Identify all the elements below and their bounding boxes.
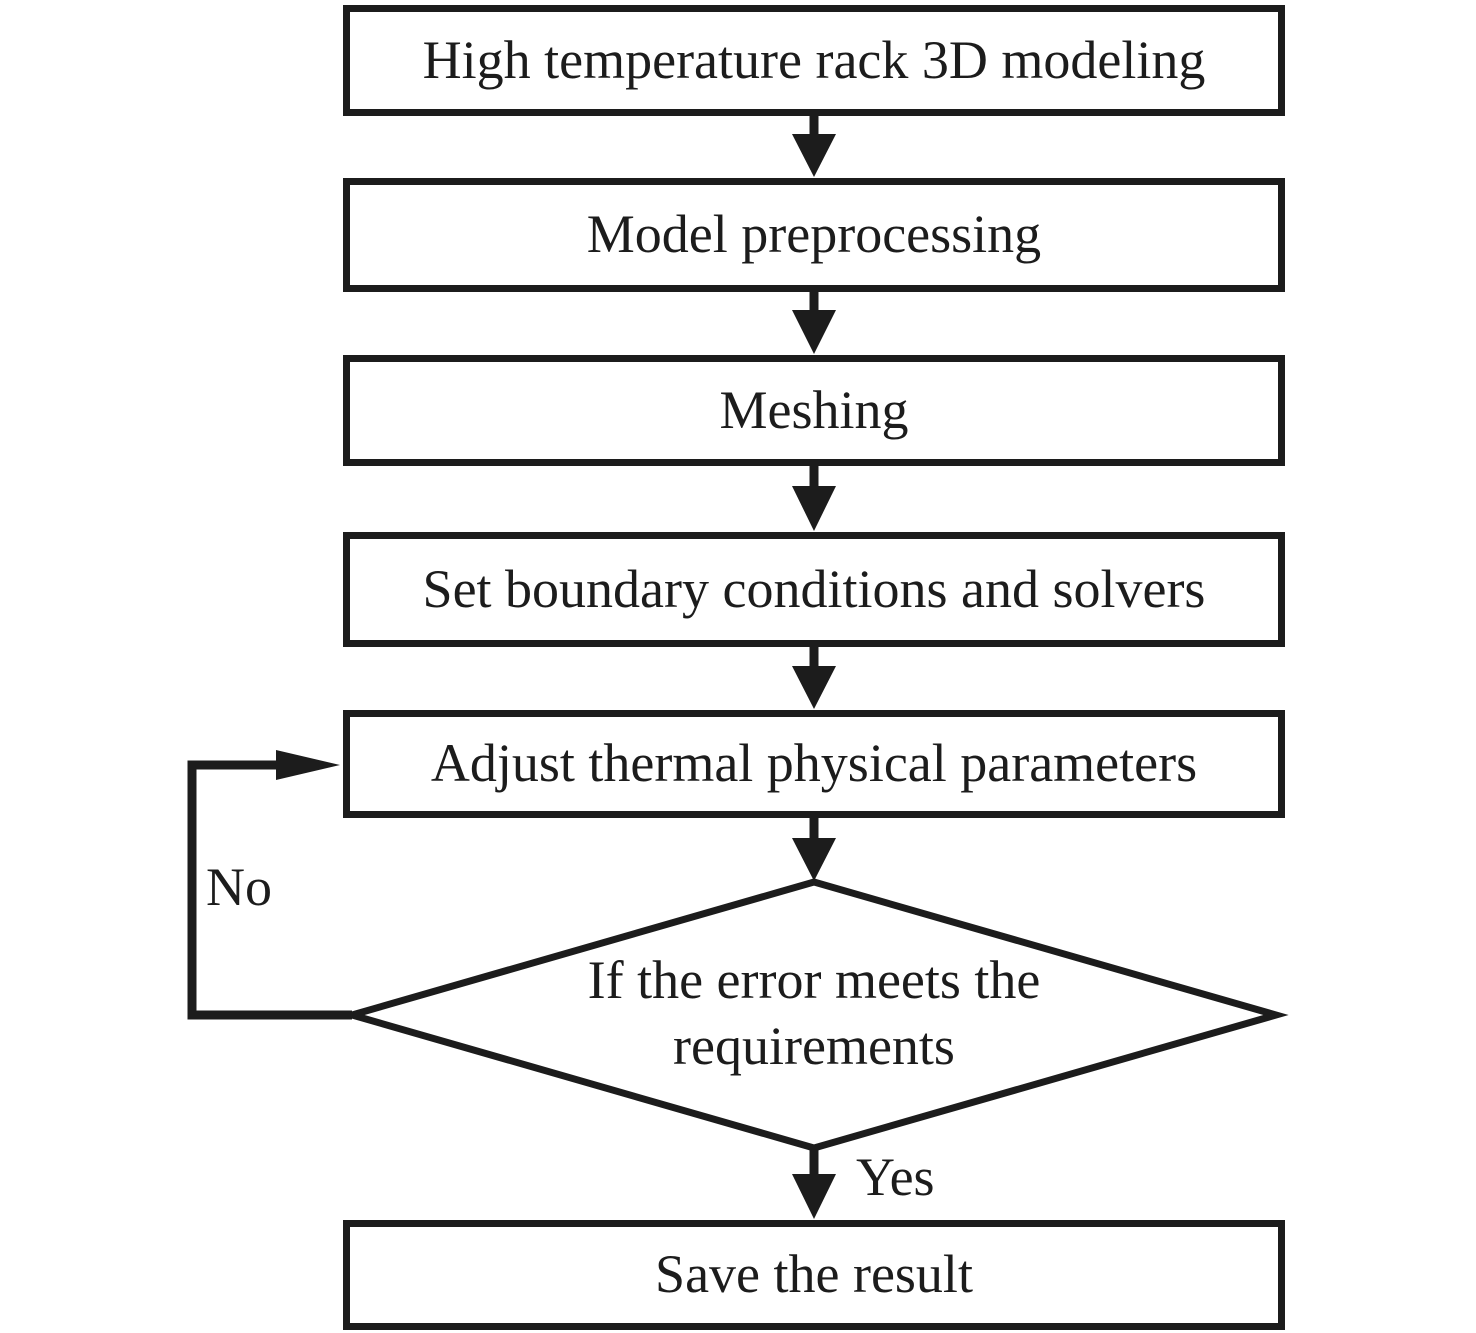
node-high-temperature-rack-3d-modeling: High temperature rack 3D modeling [343,5,1285,116]
edge-modeling-preprocessing [792,116,836,177]
node-label: Adjust thermal physical parameters [430,733,1198,794]
node-label: Set boundary conditions and solvers [422,558,1206,619]
node-save-result: Save the result [343,1220,1285,1330]
edge-adjust-decision [792,818,836,881]
node-label: Model preprocessing [586,204,1042,265]
node-label: If the error meets the requirements [587,950,1041,1076]
edge-decision-save-yes [792,1148,836,1219]
edge-decision-adjust-no [187,750,352,1020]
node-set-boundary-conditions: Set boundary conditions and solvers [343,532,1285,647]
node-meshing: Meshing [343,355,1285,466]
node-adjust-thermal-parameters: Adjust thermal physical parameters [343,710,1285,818]
edge-boundary-adjust [792,647,836,709]
node-decision-error-requirements: If the error meets the requirements [494,948,1134,1080]
edge-preprocessing-meshing [792,292,836,354]
node-label: Save the result [655,1244,973,1305]
no-branch-label: No [206,857,272,917]
node-label: Meshing [719,379,909,440]
edge-meshing-boundary [792,466,836,531]
yes-branch-label: Yes [856,1147,935,1207]
node-model-preprocessing: Model preprocessing [343,178,1285,292]
node-label: High temperature rack 3D modeling [422,29,1206,90]
